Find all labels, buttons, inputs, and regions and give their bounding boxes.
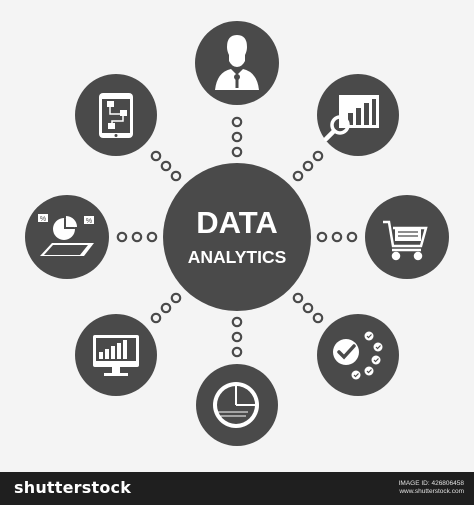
connector-bottom-right xyxy=(292,292,324,324)
shutterstock-logo: shutterstock xyxy=(14,478,132,497)
user-avatar-icon xyxy=(215,35,259,90)
node-top xyxy=(195,21,279,105)
node-right xyxy=(365,195,449,279)
connector-top-left xyxy=(150,150,182,182)
node-bottom-left xyxy=(75,314,157,396)
connector-right xyxy=(316,231,358,243)
image-id-info: IMAGE ID: 426806458 www.shutterstock.com xyxy=(399,480,464,496)
tablet-pie-chart-icon: % % xyxy=(38,214,94,256)
footer-bar: shutterstock IMAGE ID: 426806458 www.shu… xyxy=(0,472,474,505)
node-bottom-right xyxy=(317,314,399,396)
node-top-left xyxy=(75,74,157,156)
connector-top xyxy=(231,116,243,158)
hub: DATA ANALYTICS xyxy=(163,163,311,311)
hub-circle xyxy=(163,163,311,311)
svg-text:%: % xyxy=(40,216,46,223)
connector-top-right xyxy=(292,150,324,182)
mobile-flowchart-icon xyxy=(99,93,133,138)
svg-text:%: % xyxy=(86,218,92,225)
monitor-bar-chart-icon xyxy=(93,335,139,376)
image-id-line: IMAGE ID: 426806458 xyxy=(398,480,464,487)
hub-title-line1: DATA xyxy=(196,205,278,240)
connectors xyxy=(116,116,358,358)
shopping-cart-icon xyxy=(383,220,428,261)
connector-bottom-left xyxy=(150,292,182,324)
node-top-right xyxy=(317,74,399,156)
site-line: www.shutterstock.com xyxy=(399,488,464,495)
hub-title-line2: ANALYTICS xyxy=(188,247,287,267)
node-left: % % xyxy=(25,195,109,279)
connector-bottom xyxy=(231,316,243,358)
data-analytics-diagram: DATA ANALYTICS xyxy=(25,21,449,446)
checklist-icon xyxy=(333,331,383,380)
node-bottom xyxy=(196,364,278,446)
pie-chart-icon xyxy=(213,382,259,428)
chart-magnifier-icon xyxy=(323,95,379,142)
connector-left xyxy=(116,231,158,243)
